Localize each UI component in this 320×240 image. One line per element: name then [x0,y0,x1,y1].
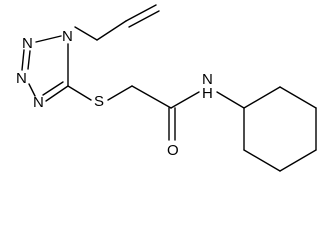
bonds [21,4,317,172]
atom-n-ring-upper: N [22,35,33,52]
bond-ch2-ch [96,20,127,41]
bond-cy-5 [279,86,317,109]
bond-s-ch2 [107,85,133,101]
bond-ch2-co [131,85,172,109]
bond-ch-ch2-double-b [128,10,160,28]
atom-carbonyl-o: O [167,142,179,159]
bond-c5-s [67,85,92,101]
chemical-structure: N N N N S N H O [16,4,317,172]
atom-sulfur: S [94,93,104,110]
bond-n4-c5-b [42,81,64,96]
bond-cy-2 [243,149,281,172]
bond-co-n [170,91,200,109]
bond-cy-3 [279,149,317,172]
atom-n-ring-left: N [16,70,27,87]
bond-n2-n3-a [21,49,25,71]
bond-n2-n3-b [27,50,31,70]
atom-n-substituted: N [62,28,73,45]
bond-n3-n4 [28,83,36,97]
atom-n-ring-lower: N [33,94,44,111]
atom-amide-h: H [202,85,213,102]
bond-n1-n2 [35,35,62,43]
bond-n4-c5-a [45,85,69,102]
bond-cy-6 [243,86,281,109]
bond-n-cy [216,91,245,109]
bond-ch-ch2-double-a [125,4,157,22]
atom-labels: N N N N S N H O [16,28,213,159]
atom-amide-n: N [202,71,213,88]
bond-n1-ch2 [74,26,98,41]
